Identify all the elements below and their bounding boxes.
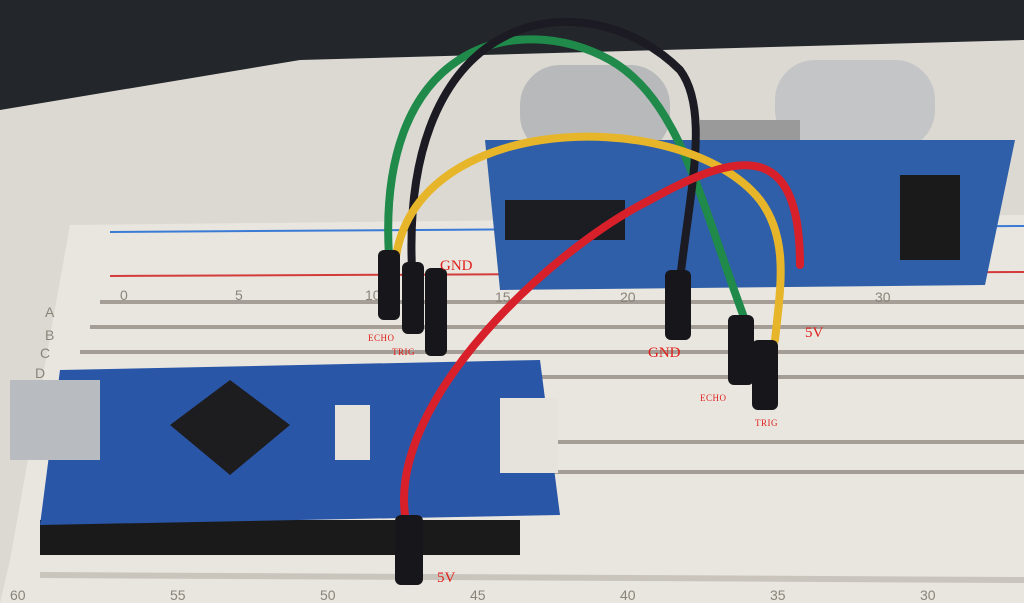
label-trig-right: TRIG	[755, 418, 778, 428]
label-5v-right: 5V	[805, 325, 824, 341]
label-trig-left: TRIG	[392, 347, 415, 357]
label-gnd-right: GND	[648, 345, 681, 361]
svg-text:15: 15	[495, 289, 511, 305]
svg-text:35: 35	[770, 587, 786, 603]
svg-text:55: 55	[170, 587, 186, 603]
svg-text:30: 30	[920, 587, 936, 603]
svg-text:20: 20	[620, 289, 636, 305]
label-echo-left: ECHO	[368, 333, 395, 343]
svg-text:B: B	[45, 327, 54, 343]
svg-text:30: 30	[875, 289, 891, 305]
wire-black	[407, 17, 700, 284]
svg-text:A: A	[45, 304, 55, 320]
svg-text:10: 10	[365, 287, 381, 303]
laptop-edge	[0, 0, 1024, 110]
wire-yellow	[390, 132, 785, 344]
arduino-nano-board	[10, 360, 560, 555]
jumper-connectors	[378, 250, 778, 585]
svg-text:45: 45	[470, 587, 486, 603]
svg-text:50: 50	[320, 587, 336, 603]
svg-text:40: 40	[620, 587, 636, 603]
label-5v-bottom: 5V	[437, 570, 456, 586]
label-gnd-left: GND	[440, 258, 473, 274]
wire-green	[384, 35, 749, 324]
wire-red	[400, 161, 804, 519]
svg-text:5: 5	[235, 287, 243, 303]
svg-text:D: D	[35, 365, 45, 381]
label-echo-right: ECHO	[700, 393, 727, 403]
svg-text:C: C	[40, 345, 50, 361]
svg-text:60: 60	[10, 587, 26, 603]
ultrasonic-sensor	[485, 60, 1015, 290]
svg-text:0: 0	[120, 287, 128, 303]
